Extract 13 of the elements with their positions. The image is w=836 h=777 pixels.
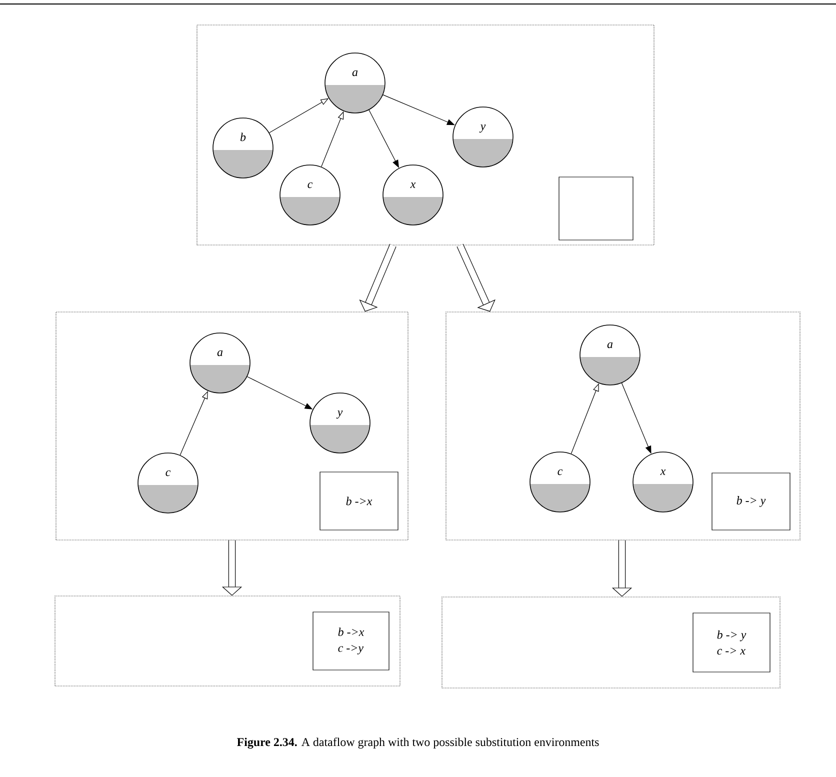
panel bbox=[446, 312, 800, 540]
panel bbox=[442, 596, 780, 688]
environment-box: b ->x bbox=[320, 472, 398, 530]
panel bbox=[54, 596, 400, 686]
panel bbox=[196, 24, 654, 246]
environment-box: b ->x c ->y bbox=[312, 612, 390, 670]
environment-box: b -> y bbox=[712, 472, 790, 530]
environment-box: b -> y c -> x bbox=[692, 612, 770, 672]
arrow bbox=[382, 94, 455, 126]
block-arrow bbox=[456, 244, 496, 312]
panel bbox=[56, 312, 408, 540]
caption: Figure 2.34. A dataflow graph with two possible substitution environments bbox=[237, 738, 599, 749]
environment-box bbox=[558, 176, 634, 240]
